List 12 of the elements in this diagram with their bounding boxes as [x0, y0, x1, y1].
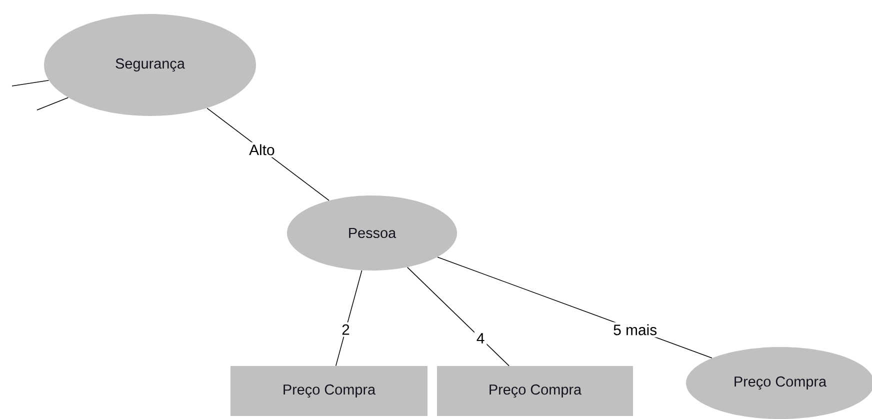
ellipse-node: Pessoa	[287, 196, 457, 270]
connector-line	[36, 97, 69, 110]
edge-label: Alto	[247, 142, 277, 158]
connector-line	[335, 270, 362, 366]
edge-label: 4	[474, 331, 487, 346]
process-box: Preço Compra	[437, 366, 633, 416]
edge-label: 2	[340, 322, 352, 337]
process-box: Preço Compra	[230, 366, 428, 416]
edge-label: 5 mais	[611, 322, 660, 338]
connector-line	[407, 266, 510, 366]
ellipse-node: Segurança	[44, 14, 256, 116]
connector-line	[12, 80, 50, 86]
